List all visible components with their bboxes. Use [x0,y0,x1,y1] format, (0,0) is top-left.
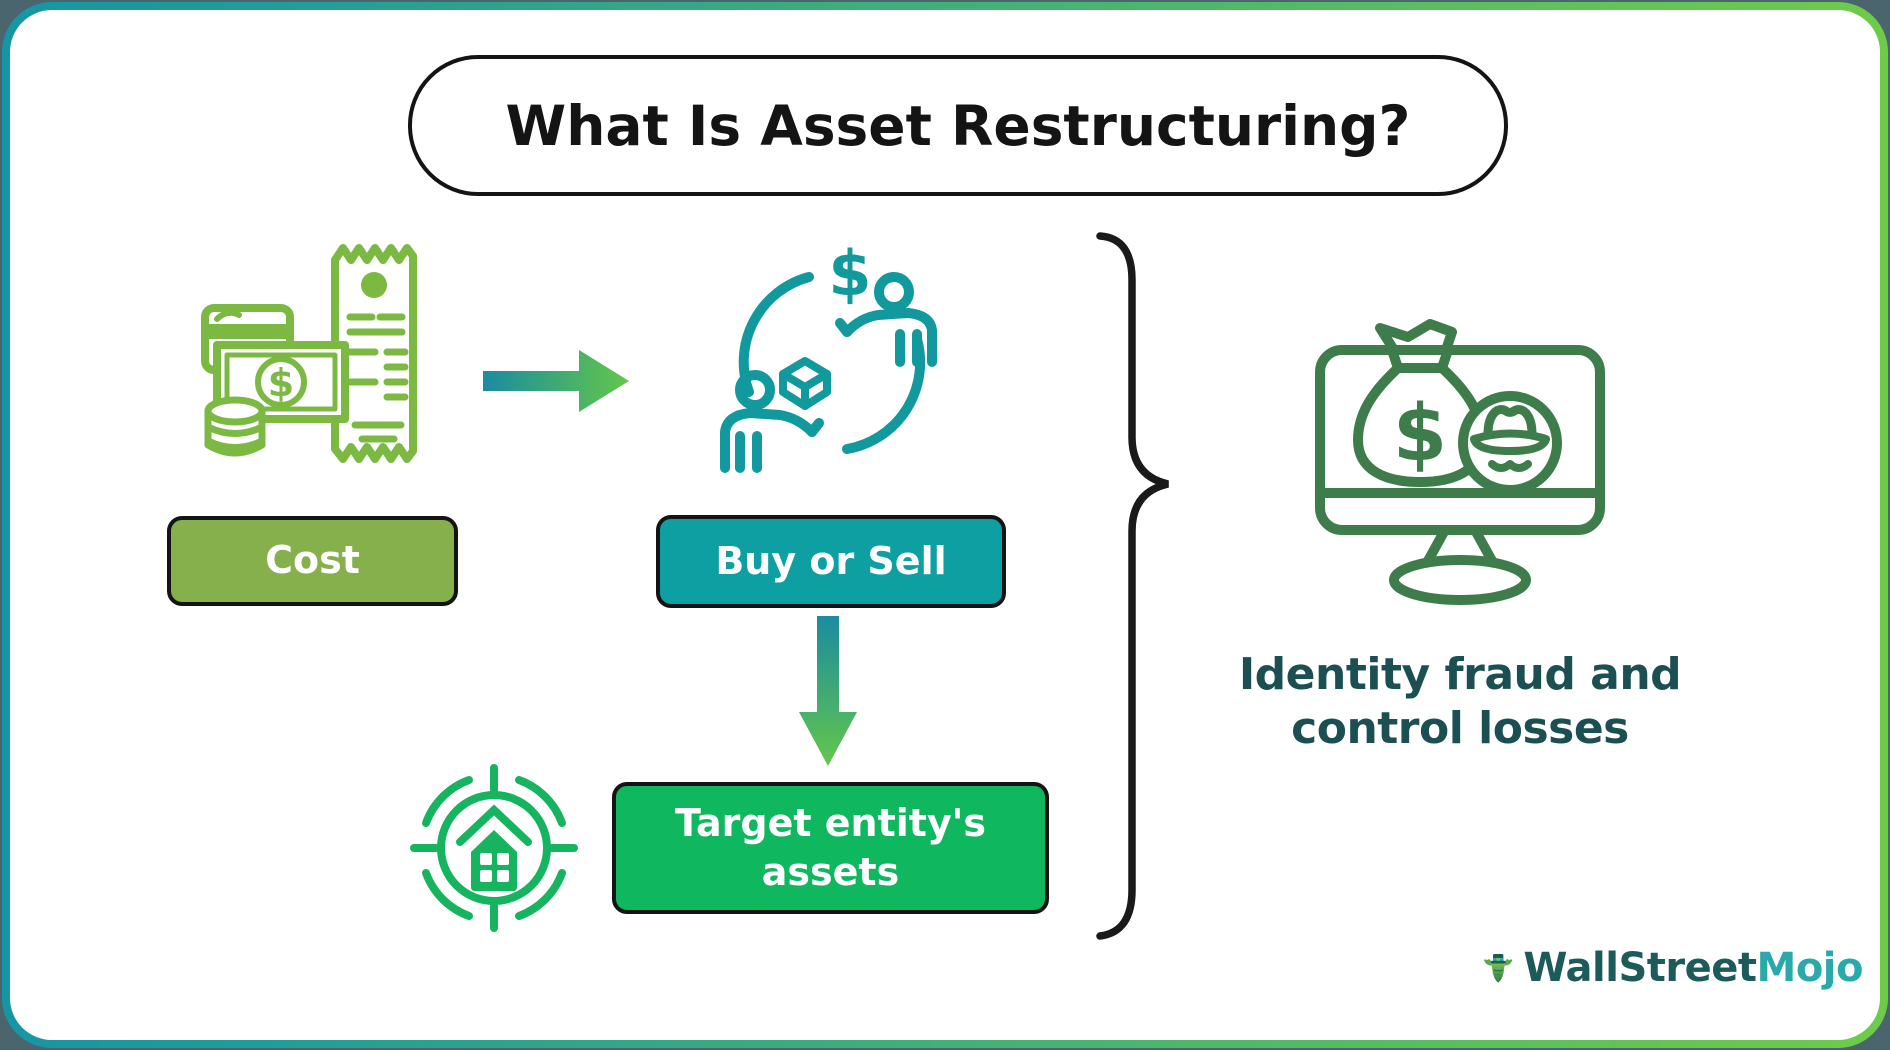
target-house-icon [410,764,578,932]
money-receipt-icon: $ [201,244,417,463]
page-title: What Is Asset Restructuring? [505,93,1411,158]
dollar-glyph: $ [828,240,871,310]
dollar-glyph: $ [1393,389,1447,479]
buy-sell-box: Buy or Sell [656,515,1006,608]
outcome-text: Identity fraud and control losses [1180,648,1740,755]
bull-mascot-icon [1484,953,1513,983]
brand-part1: WallStreet [1523,944,1757,991]
cost-box: Cost [167,516,458,606]
target-assets-label: Target entity's assets [675,800,986,894]
dollar-glyph: $ [268,361,294,405]
outcome-line2: control losses [1291,702,1629,754]
brand-part2: Mojo [1756,944,1864,991]
title-pill: What Is Asset Restructuring? [408,55,1508,196]
buy-sell-exchange-icon: $ [720,240,937,473]
arrow-right-icon [483,350,629,412]
arrow-down-icon [799,616,857,766]
monitor-money-fraud-icon: $ [1315,319,1605,605]
cost-label: Cost [265,538,360,583]
outcome-line1: Identity fraud and [1238,649,1682,700]
target-assets-box: Target entity's assets [612,782,1049,914]
wallstreetmojo-logo: WallStreetMojo [1483,920,1864,1015]
brand-name: WallStreetMojo [1523,945,1863,991]
buy-sell-label: Buy or Sell [715,538,947,583]
curly-brace [1096,232,1169,940]
